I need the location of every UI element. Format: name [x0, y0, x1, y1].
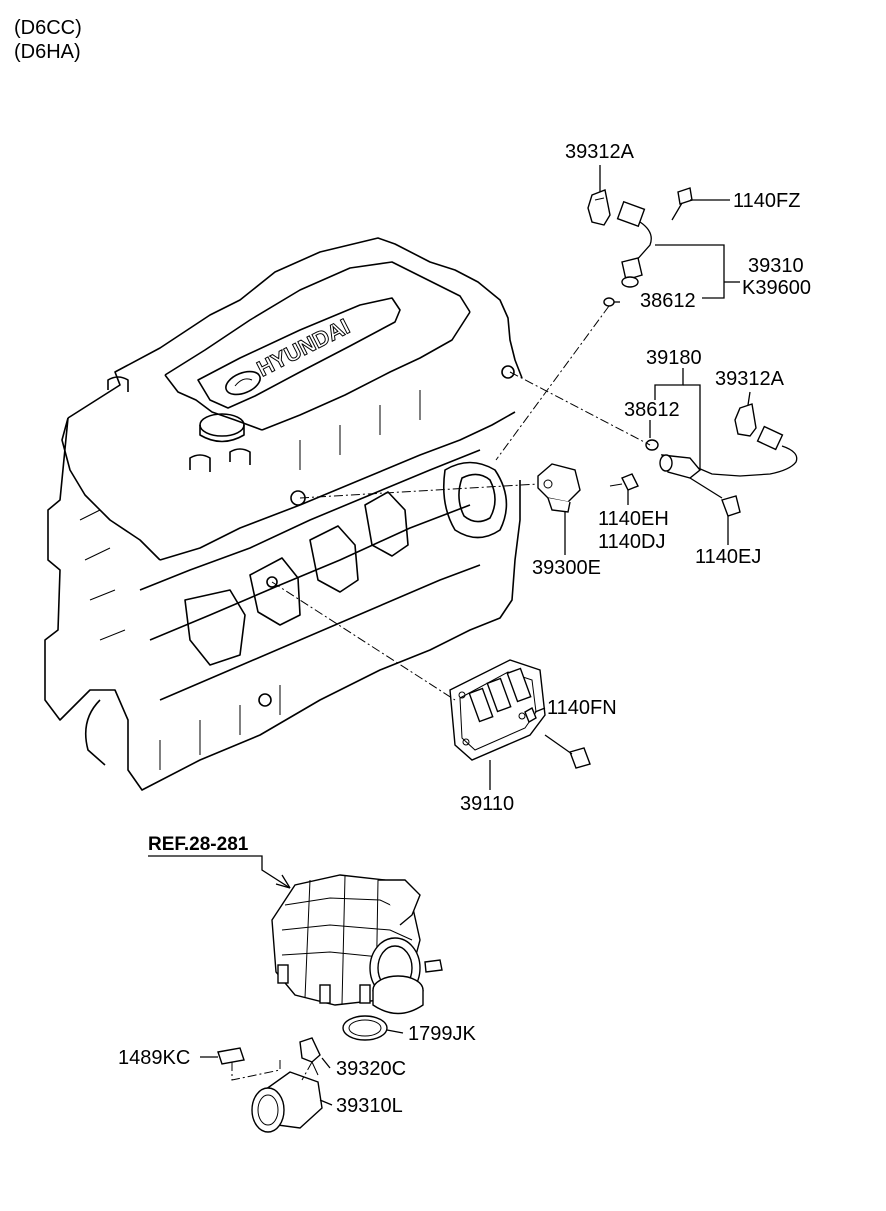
callout-1140DJ: 1140DJ	[598, 531, 665, 553]
callout-39310L: 39310L	[336, 1095, 403, 1117]
variant-label-d6ha: (D6HA)	[14, 41, 81, 63]
callout-1140EH: 1140EH	[598, 508, 669, 530]
cam-sensor-assembly-39310	[587, 187, 693, 307]
callout-38612-top: 38612	[640, 290, 696, 312]
leader-lines	[148, 165, 751, 1106]
callout-1799JK: 1799JK	[408, 1023, 476, 1045]
ecu-39110	[449, 659, 591, 769]
crank-sensor-assembly-39180	[645, 403, 798, 517]
dashed-leaders	[231, 305, 651, 1081]
callout-39312A-mid: 39312A	[715, 368, 785, 390]
callout-39180: 39180	[646, 347, 702, 369]
callout-39310: 39310	[748, 255, 804, 277]
callout-1140FZ: 1140FZ	[733, 190, 800, 212]
callout-K39600: K39600	[742, 277, 811, 299]
callout-39300E: 39300E	[532, 557, 601, 579]
engine-block: HYUNDAI	[44, 237, 523, 791]
variant-label-d6cc: (D6CC)	[14, 17, 82, 39]
callout-39320C: 39320C	[336, 1058, 406, 1080]
callout-1489KC: 1489KC	[118, 1047, 190, 1069]
engine-logo-text: HYUNDAI	[253, 314, 354, 382]
callout-39312A-top: 39312A	[565, 141, 635, 163]
air-duct-assembly	[217, 874, 443, 1133]
callout-1140FN: 1140FN	[547, 697, 617, 719]
callout-39110: 39110	[460, 793, 514, 815]
callout-ref: REF.28-281	[148, 834, 249, 855]
callout-1140EJ: 1140EJ	[695, 546, 761, 568]
sensor-39300E	[537, 463, 639, 513]
callout-38612-mid: 38612	[624, 399, 680, 421]
